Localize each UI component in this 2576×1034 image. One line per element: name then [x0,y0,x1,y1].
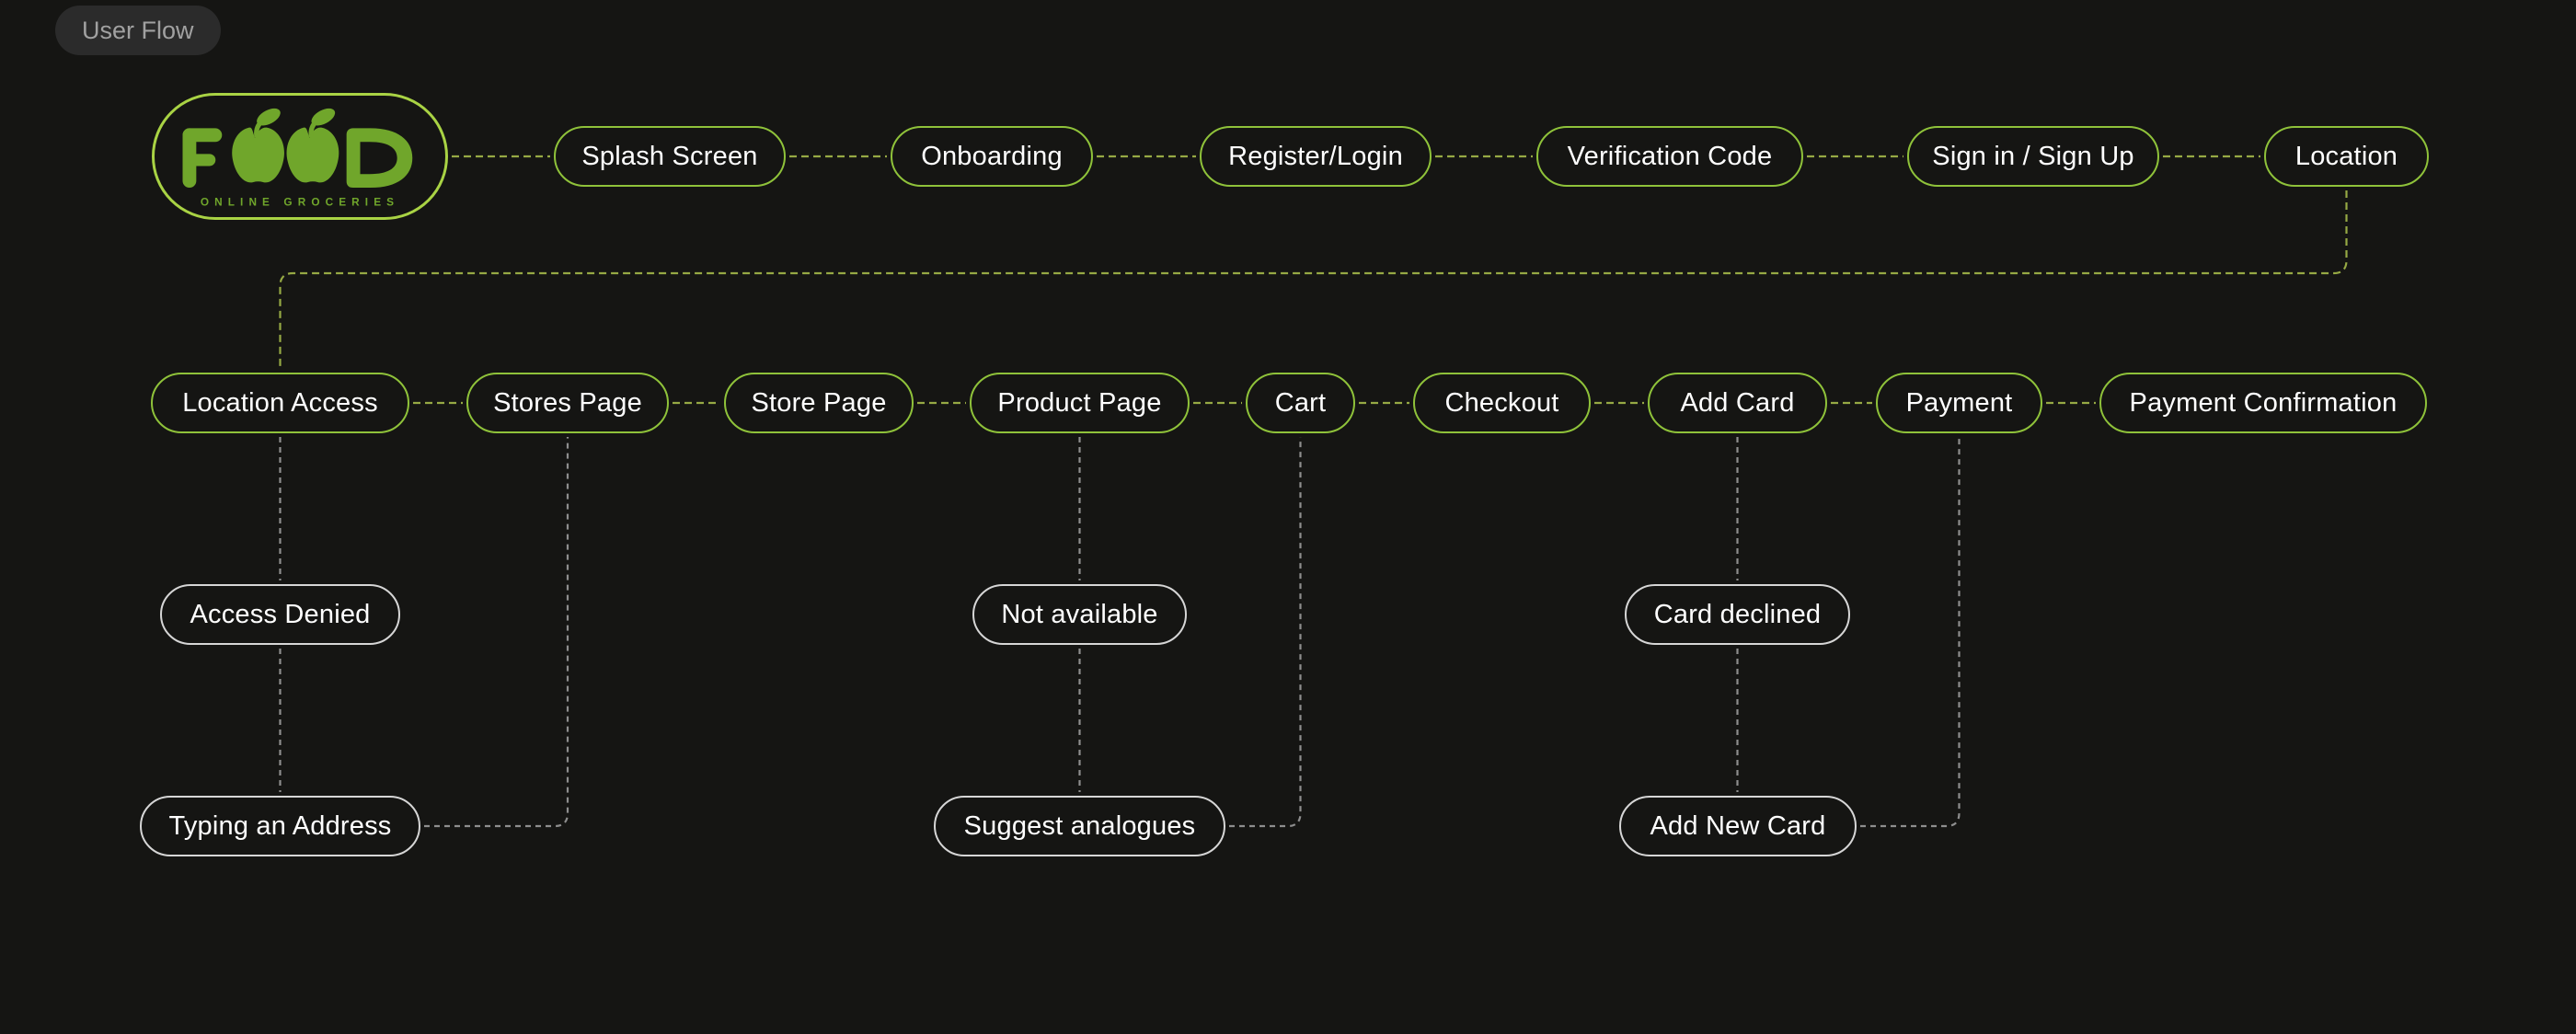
flow-node-splash-screen[interactable]: Splash Screen [554,126,786,187]
flow-node-product-page[interactable]: Product Page [970,373,1190,433]
edge-add-new-card-to-payment [1860,437,1961,828]
flow-node-label: Payment [1905,387,2013,418]
flow-node-not-available[interactable]: Not available [972,584,1187,645]
flow-node-checkout[interactable]: Checkout [1413,373,1591,433]
flow-node-label: Product Page [997,387,1162,418]
flow-node-typing-an-address[interactable]: Typing an Address [140,796,420,856]
food-logo-icon: ONLINE GROCERIES [182,108,413,208]
flow-node-access-denied[interactable]: Access Denied [160,584,400,645]
flow-node-label: Add Card [1680,387,1795,418]
flow-node-label: Suggest analogues [963,810,1196,841]
flow-node-register-login[interactable]: Register/Login [1200,126,1432,187]
logo-apple-icon [286,108,339,183]
flow-node-label: Splash Screen [581,141,758,171]
flow-node-label: Typing an Address [168,810,392,841]
flow-node-label: Location Access [182,387,378,418]
flow-node-add-new-card[interactable]: Add New Card [1619,796,1857,856]
flow-node-store-page[interactable]: Store Page [724,373,914,433]
food-logo-node[interactable]: ONLINE GROCERIES [152,93,448,220]
flow-node-label: Cart [1274,387,1327,418]
edge-suggest-analogues-to-cart [1229,437,1302,828]
edge-typing-address-to-stores-page [424,437,569,828]
flow-node-label: Sign in / Sign Up [1932,141,2134,171]
flow-node-cart[interactable]: Cart [1246,373,1355,433]
flow-node-label: Access Denied [190,599,371,629]
flow-node-label: Store Page [751,387,887,418]
flow-node-label: Location [2294,141,2398,171]
flow-node-label: Checkout [1444,387,1559,418]
logo-tagline: ONLINE GROCERIES [201,196,399,208]
flow-node-onboarding[interactable]: Onboarding [891,126,1093,187]
flow-node-payment[interactable]: Payment [1876,373,2042,433]
flow-node-location[interactable]: Location [2264,126,2429,187]
userflow-title-badge[interactable]: User Flow [55,6,221,55]
logo-letter-d [346,128,413,189]
logo-letter-f [182,128,223,189]
flow-node-add-card[interactable]: Add Card [1648,373,1827,433]
flow-node-suggest-analogues[interactable]: Suggest analogues [934,796,1225,856]
flow-node-label: Stores Page [493,387,642,418]
flow-node-payment-confirmation[interactable]: Payment Confirmation [2099,373,2427,433]
edge-location-to-location-access [279,190,2348,369]
flow-node-label: Onboarding [921,141,1063,171]
flow-node-sign-in-sign-up[interactable]: Sign in / Sign Up [1907,126,2159,187]
flow-node-label: Payment Confirmation [2129,387,2398,418]
flow-node-label: Verification Code [1567,141,1773,171]
flow-node-label: Register/Login [1228,141,1403,171]
logo-apple-icon [232,108,284,183]
flow-node-card-declined[interactable]: Card declined [1625,584,1850,645]
flow-node-stores-page[interactable]: Stores Page [466,373,669,433]
flow-node-verification-code[interactable]: Verification Code [1536,126,1803,187]
flow-node-label: Add New Card [1650,810,1826,841]
flow-node-location-access[interactable]: Location Access [151,373,409,433]
flow-node-label: Card declined [1653,599,1822,629]
flow-node-label: Not available [1001,599,1158,629]
